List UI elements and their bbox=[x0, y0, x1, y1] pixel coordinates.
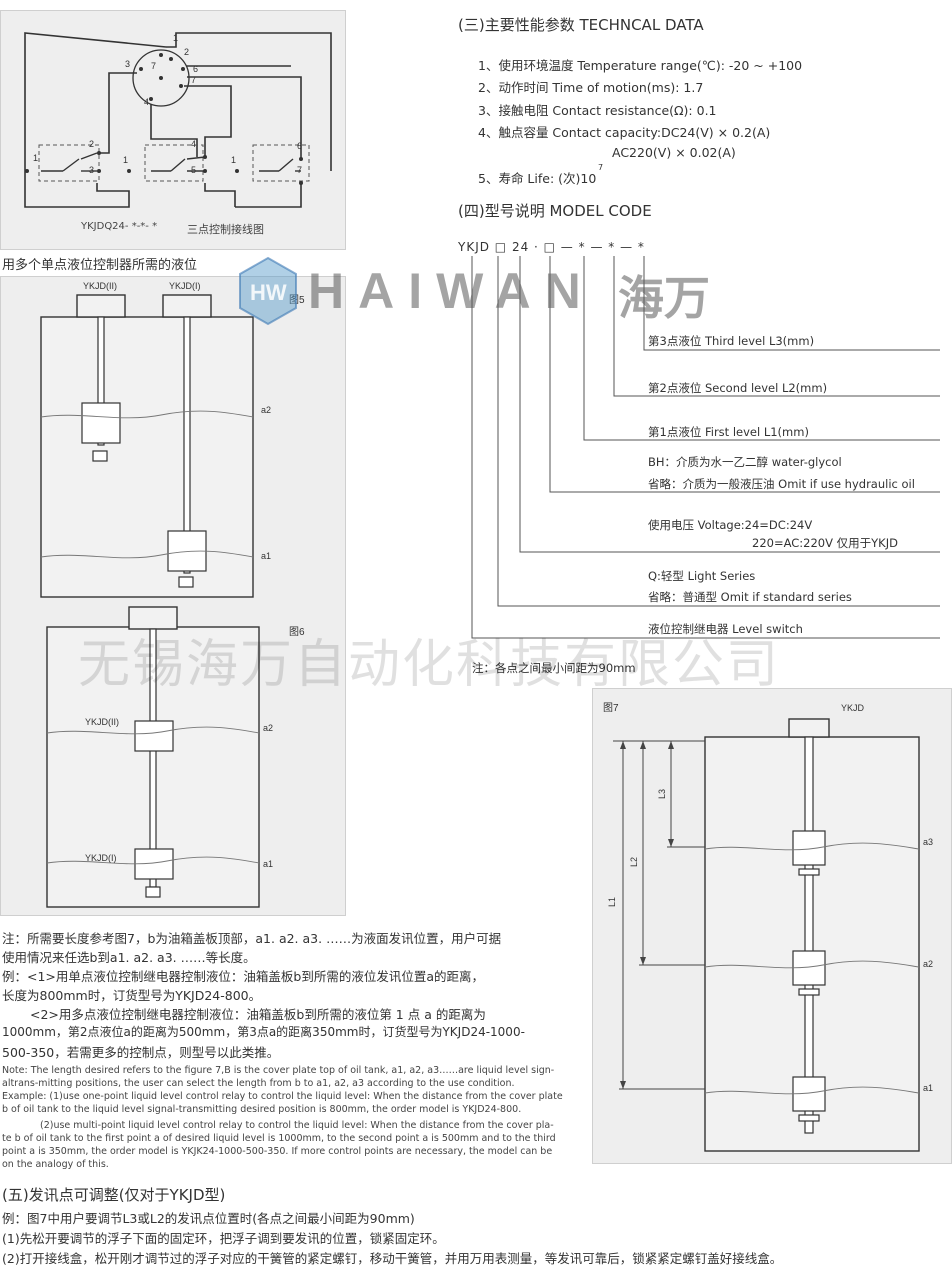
fig5-fig6-panel: 图5 YKJD(II) YKJD(I) a2 a1 图6 YKJD(II) YK… bbox=[0, 276, 346, 916]
switch-pin-label: 5 bbox=[191, 165, 197, 175]
fig7-l3: L3 bbox=[657, 788, 668, 800]
wiring-caption-cn: 三点控制接线图 bbox=[187, 223, 264, 236]
model-item: BH：介质为水一乙二醇 water-glycol bbox=[648, 455, 842, 469]
tech-item: 2、动作时间 Time of motion(ms): 1.7 bbox=[478, 80, 704, 95]
section5-heading: (五)发讯点可调整(仅对于YKJD型) bbox=[2, 1186, 226, 1204]
brand-text-cn: 海万 bbox=[618, 271, 710, 325]
tech-item: 4、触点容量 Contact capacity:DC24(V) × 0.2(A) bbox=[478, 125, 771, 140]
pin-label: 4 bbox=[144, 97, 150, 107]
fig5-a2: a2 bbox=[261, 405, 272, 415]
pin-label: 6 bbox=[193, 64, 199, 74]
model-heading: (四)型号说明 MODEL CODE bbox=[458, 202, 652, 220]
tech-item: AC220(V) × 0.02(A) bbox=[612, 145, 736, 160]
tech-item-exponent: 7 bbox=[598, 163, 604, 172]
pin-label: 1 bbox=[173, 33, 179, 43]
note-en-line: te b of oil tank to the first point a of… bbox=[2, 1133, 556, 1144]
cut-caption: 用多个单点液位控制器所需的液位 bbox=[2, 258, 198, 273]
note-en-line: point a is 350mm, the order model is YKJ… bbox=[2, 1146, 553, 1157]
fig5-float-left: YKJD(II) bbox=[83, 281, 118, 291]
section5-line: 例：图7中用户要调节L3或L2的发讯点位置时(各点之间最小间距为90mm) bbox=[2, 1211, 415, 1226]
pin-label: 7 bbox=[191, 75, 197, 85]
fig7-a1: a1 bbox=[923, 1083, 934, 1093]
switch-pin-label: 1 bbox=[231, 155, 237, 165]
fig5-a1: a1 bbox=[261, 551, 272, 561]
fig6-upper: YKJD(II) bbox=[85, 717, 120, 727]
brand-text: HAIWAN bbox=[308, 263, 595, 319]
company-watermark: 无锡海万自动化科技有限公司 bbox=[78, 635, 781, 695]
note-en-line: altrans-mitting positions, the user can … bbox=[2, 1078, 515, 1089]
tech-heading: (三)主要性能参数 TECHNCAL DATA bbox=[458, 16, 704, 34]
model-item: 第3点液位 Third level L3(mm) bbox=[648, 334, 815, 348]
fig6-lower: YKJD(I) bbox=[85, 853, 117, 863]
fig7-panel: 图7 YKJD a3 a2 a1 L1 L2 L3 bbox=[592, 688, 952, 1164]
model-item: Q:轻型 Light Series bbox=[648, 569, 756, 583]
fig5-float-right: YKJD(I) bbox=[169, 281, 201, 291]
model-item: 第1点液位 First level L1(mm) bbox=[648, 425, 809, 439]
fig7-a3: a3 bbox=[923, 837, 934, 847]
note-en-line: Note: The length desired refers to the f… bbox=[2, 1065, 555, 1076]
svg-text:HW: HW bbox=[250, 280, 287, 305]
model-code: YKJD □ 24 · □ — * — * — * bbox=[458, 240, 645, 254]
haiwan-logo-icon: HW bbox=[239, 256, 297, 326]
switch-pin-label: 4 bbox=[191, 139, 197, 149]
fig6-a1: a1 bbox=[263, 859, 274, 869]
model-item: 液位控制继电器 Level switch bbox=[648, 622, 803, 636]
note-en-line: b of oil tank to the liquid level signal… bbox=[2, 1104, 522, 1115]
fig6-label: 图6 bbox=[289, 627, 305, 638]
tech-item: 5、寿命 Life: (次)10 bbox=[478, 171, 597, 186]
note-line: <2>用多点液位控制继电器控制液位：油箱盖板b到所需的液位第 1 点 a 的距离… bbox=[30, 1007, 486, 1022]
pin-label: 2 bbox=[184, 47, 190, 57]
note-en-line: (2)use multi-point liquid level control … bbox=[40, 1120, 554, 1131]
pin-label: 7 bbox=[151, 61, 157, 71]
note-line: 长度为800mm时，订货型号为YKJD24-800。 bbox=[2, 988, 262, 1003]
switch-pin-label: 2 bbox=[89, 139, 95, 149]
fig6-a2: a2 bbox=[263, 723, 274, 733]
note-en-line: Example: (1)use one-point liquid level c… bbox=[2, 1091, 563, 1102]
tech-item: 1、使用环境温度 Temperature range(℃): -20 ~ +10… bbox=[478, 58, 803, 73]
model-item: 使用电压 Voltage:24=DC:24V bbox=[648, 518, 813, 532]
note-line: 例：<1>用单点液位控制继电器控制液位：油箱盖板b到所需的液位发讯位置a的距离， bbox=[2, 969, 484, 984]
switch-pin-label: 3 bbox=[89, 165, 95, 175]
wiring-diagram-panel: 1 2 3 4 6 7 7 1 2 3 1 4 5 1 6 7 YKJDQ24-… bbox=[0, 10, 346, 250]
tech-item: 3、接触电阻 Contact resistance(Ω): 0.1 bbox=[478, 103, 717, 118]
note-line: 500-350，若需更多的控制点，则型号以此类推。 bbox=[2, 1045, 280, 1060]
model-item: 第2点液位 Second level L2(mm) bbox=[648, 381, 828, 395]
note-en-line: on the analogy of this. bbox=[2, 1159, 109, 1170]
switch-pin-label: 7 bbox=[297, 165, 303, 175]
model-item: 220=AC:220V 仅用于YKJD bbox=[752, 536, 898, 550]
model-item: 省略：介质为一般液压油 Omit if use hydraulic oil bbox=[648, 477, 915, 491]
note-line: 1000mm，第2点液位a的距离为500mm，第3点a的距离350mm时，订货型… bbox=[2, 1025, 525, 1039]
fig7-a2: a2 bbox=[923, 959, 934, 969]
wiring-diagram bbox=[24, 32, 332, 208]
switch-pin-label: 1 bbox=[33, 153, 39, 163]
section5-line: (2)打开接线盒，松开刚才调节过的浮子对应的干簧管的紧定螺钉，移动干簧管，并用万… bbox=[2, 1251, 783, 1266]
fig7-drawing bbox=[613, 718, 920, 1152]
model-code-leaders bbox=[471, 256, 940, 639]
note-line: 使用情况来任选b到a1. a2. a3. ……等长度。 bbox=[2, 950, 256, 965]
pin-label: 3 bbox=[125, 59, 131, 69]
fig7-l1: L1 bbox=[607, 896, 618, 908]
note-line: 注：所需要长度参考图7，b为油箱盖板顶部，a1. a2. a3. ……为液面发讯… bbox=[2, 931, 502, 946]
section5-line: (1)先松开要调节的浮子下面的固定环，把浮子调到要发讯的位置，锁紧固定环。 bbox=[2, 1231, 445, 1246]
wiring-caption: YKJDQ24- *-*- * bbox=[81, 221, 158, 232]
model-item: 省略：普通型 Omit if standard series bbox=[648, 590, 852, 604]
fig7-label: 图7 bbox=[603, 703, 619, 714]
fig7-top: YKJD bbox=[841, 703, 865, 713]
fig7-l2: L2 bbox=[629, 856, 640, 868]
fig5-fig6-drawing bbox=[40, 294, 260, 908]
model-note: 注：各点之间最小间距为90mm bbox=[472, 661, 636, 675]
switch-pin-label: 1 bbox=[123, 155, 129, 165]
switch-pin-label: 6 bbox=[297, 141, 303, 151]
